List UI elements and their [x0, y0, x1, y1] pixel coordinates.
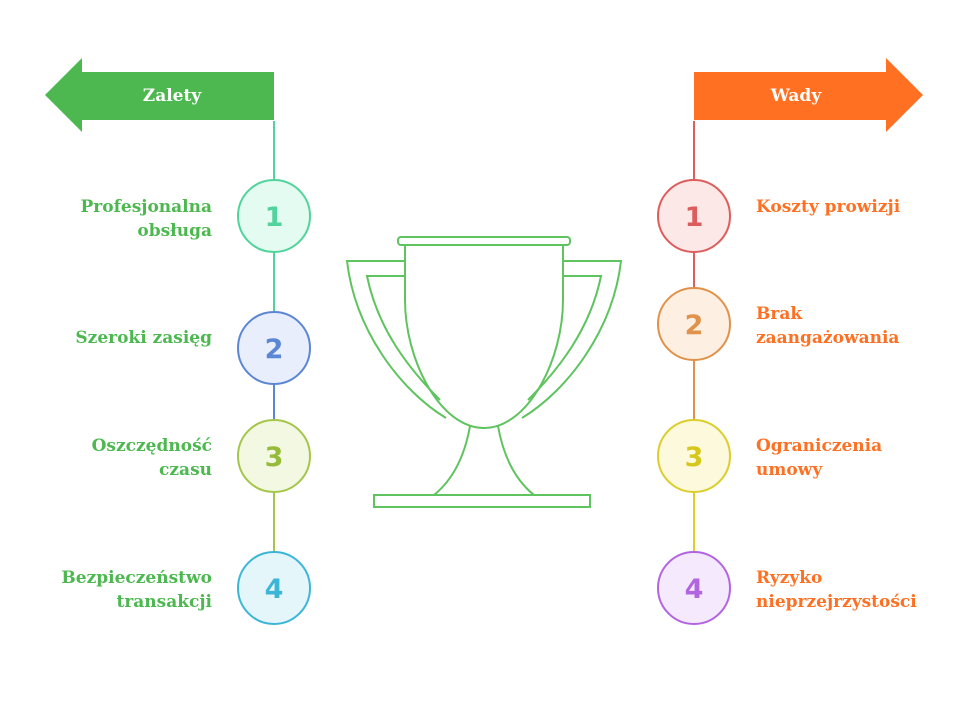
label-line: Oszczędność — [91, 436, 212, 456]
label-line: umowy — [756, 460, 823, 480]
trophy-icon — [345, 236, 623, 508]
cons-item-1-circle: 1 — [657, 179, 731, 253]
pros-item-1-label: Profesjonalna obsługa — [12, 195, 212, 243]
label-line: zaangażowania — [756, 328, 900, 348]
pros-banner: Zalety — [45, 58, 274, 132]
label-line: Ryzyko — [756, 568, 823, 588]
arrow-right-icon — [694, 58, 923, 132]
label-line: Profesjonalna — [80, 197, 212, 217]
cons-item-4-circle: 4 — [657, 551, 731, 625]
pros-item-2-circle: 2 — [237, 311, 311, 385]
pros-title: Zalety — [143, 86, 203, 106]
pros-item-3-circle: 3 — [237, 419, 311, 493]
cons-item-3-label: Ograniczenia umowy — [756, 434, 956, 482]
svg-text:2: 2 — [265, 334, 284, 365]
arrow-left-icon — [45, 58, 274, 132]
label-line: Brak — [756, 304, 803, 324]
label-line: Ograniczenia — [756, 436, 883, 456]
svg-text:4: 4 — [685, 574, 704, 605]
pros-item-4-label: Bezpieczeństwo transakcji — [12, 566, 212, 614]
cons-item-2-circle: 2 — [657, 287, 731, 361]
label-line: czasu — [159, 460, 212, 480]
svg-text:1: 1 — [685, 202, 704, 233]
label-line: Koszty prowizji — [756, 197, 901, 217]
pros-item-4-circle: 4 — [237, 551, 311, 625]
cons-item-2-label: Brak zaangażowania — [756, 302, 956, 350]
label-line: transakcji — [116, 592, 212, 612]
svg-text:3: 3 — [685, 442, 704, 473]
cons-item-3-circle: 3 — [657, 419, 731, 493]
cons-title: Wady — [770, 86, 823, 106]
pros-item-2-label: Szeroki zasięg — [12, 326, 212, 350]
pros-item-3-label: Oszczędność czasu — [12, 434, 212, 482]
label-line: Bezpieczeństwo — [61, 568, 212, 588]
svg-text:1: 1 — [265, 202, 284, 233]
cons-item-4-label: Ryzyko nieprzejrzystości — [756, 566, 956, 614]
cons-banner: Wady — [694, 58, 923, 132]
svg-text:3: 3 — [265, 442, 284, 473]
label-line: obsługa — [137, 221, 212, 241]
label-line: nieprzejrzystości — [756, 592, 917, 612]
label-line: Szeroki zasięg — [75, 328, 212, 348]
pros-item-1-circle: 1 — [237, 179, 311, 253]
cons-item-1-label: Koszty prowizji — [756, 195, 956, 219]
svg-text:2: 2 — [685, 310, 704, 341]
svg-text:4: 4 — [265, 574, 284, 605]
